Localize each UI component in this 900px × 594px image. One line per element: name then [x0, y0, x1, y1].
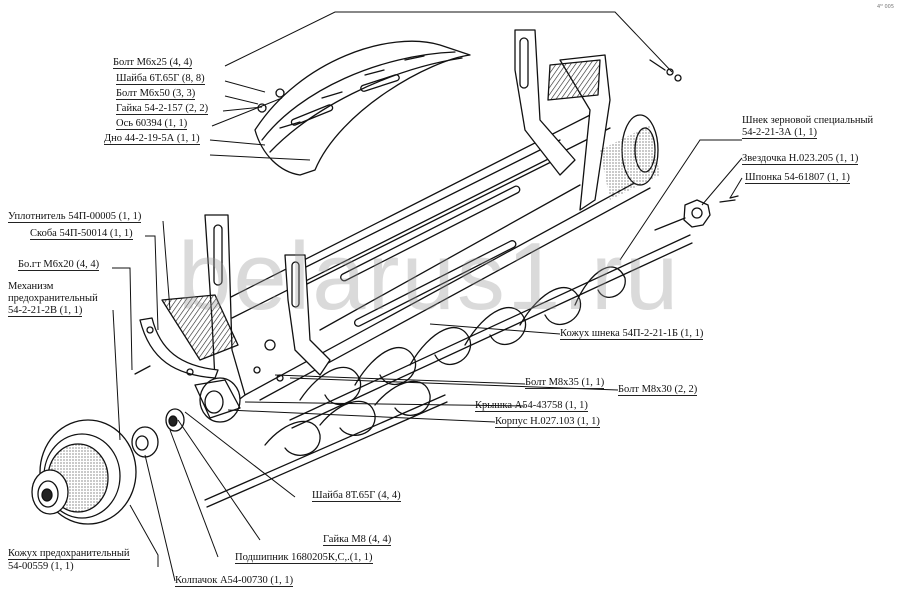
trough-bottom-part [254, 40, 471, 176]
watermark-text: belarus1.ru [178, 223, 681, 330]
label-safety-line2: предохранительный [8, 293, 98, 304]
label-nut-54-2-157: Гайка 54-2-157 (2, 2) [116, 103, 209, 115]
auger-cover-part [161, 29, 660, 406]
label-auger-line2: 54-2-21-3А (1, 1) [742, 127, 817, 139]
safety-guard-part [31, 419, 137, 525]
leader-lines [112, 11, 743, 582]
corner-note: 4ᴹ 005 [876, 4, 894, 10]
label-seal: Уплотнитель 54П-00005 (1, 1) [8, 211, 142, 223]
lower-auger-flights [204, 380, 448, 508]
label-nut-m8: Гайка М8 (4, 4) [323, 534, 392, 546]
label-washer-8t: Шайба 8Т.65Г (4, 4) [312, 490, 401, 502]
label-bolt-m8x35: Болт М8х35 (1, 1) [525, 377, 605, 389]
label-key: Шпонка 54-61807 (1, 1) [745, 172, 850, 184]
small-hardware [253, 59, 739, 382]
auger-flights [289, 234, 693, 429]
label-bolt-m8x30: Болт М8х30 (2, 2) [618, 384, 698, 396]
label-bolt-m6x20: Бо.гт М6х20 (4, 4) [18, 259, 100, 271]
label-sprocket: Звездочка Н.023.205 (1, 1) [742, 153, 859, 165]
label-bearing: Подшипник 1680205К,С,.(1, 1) [235, 552, 373, 564]
label-safety-line3: 54-2-21-2В (1, 1) [8, 305, 83, 317]
label-bolt-m6x50: Болт М6х50 (3, 3) [116, 88, 196, 100]
safety-mechanism-part [134, 317, 219, 379]
bearing-housing-part [131, 377, 241, 458]
label-guard-line1: Кожух предохранительный [8, 548, 130, 560]
label-auger-cover: Кожух шнека 54П-2-21-1Б (1, 1) [560, 328, 704, 340]
sprocket-part [654, 199, 736, 231]
label-guard-line2: 54-00559 (1, 1) [8, 561, 74, 572]
label-bottom-44: Дно 44-2-19-5А (1, 1) [104, 133, 200, 145]
label-auger-line1: Шнек зерновой специальный [742, 115, 874, 126]
label-safety-line1: Механизм [8, 281, 54, 292]
label-bolt-m6x25: Болт М6х25 (4, 4) [113, 57, 193, 69]
label-lid: Крышка А54-43758 (1, 1) [475, 400, 588, 412]
label-cap: Колпачок А54-00730 (1, 1) [175, 575, 294, 587]
label-clamp: Скоба 54П-50014 (1, 1) [30, 228, 133, 240]
label-washer-6t: Шайба 6Т.65Г (8, 8) [116, 73, 205, 85]
label-housing: Корпус Н.027.103 (1, 1) [495, 416, 600, 428]
label-axle-60394: Ось 60394 (1, 1) [116, 118, 188, 130]
